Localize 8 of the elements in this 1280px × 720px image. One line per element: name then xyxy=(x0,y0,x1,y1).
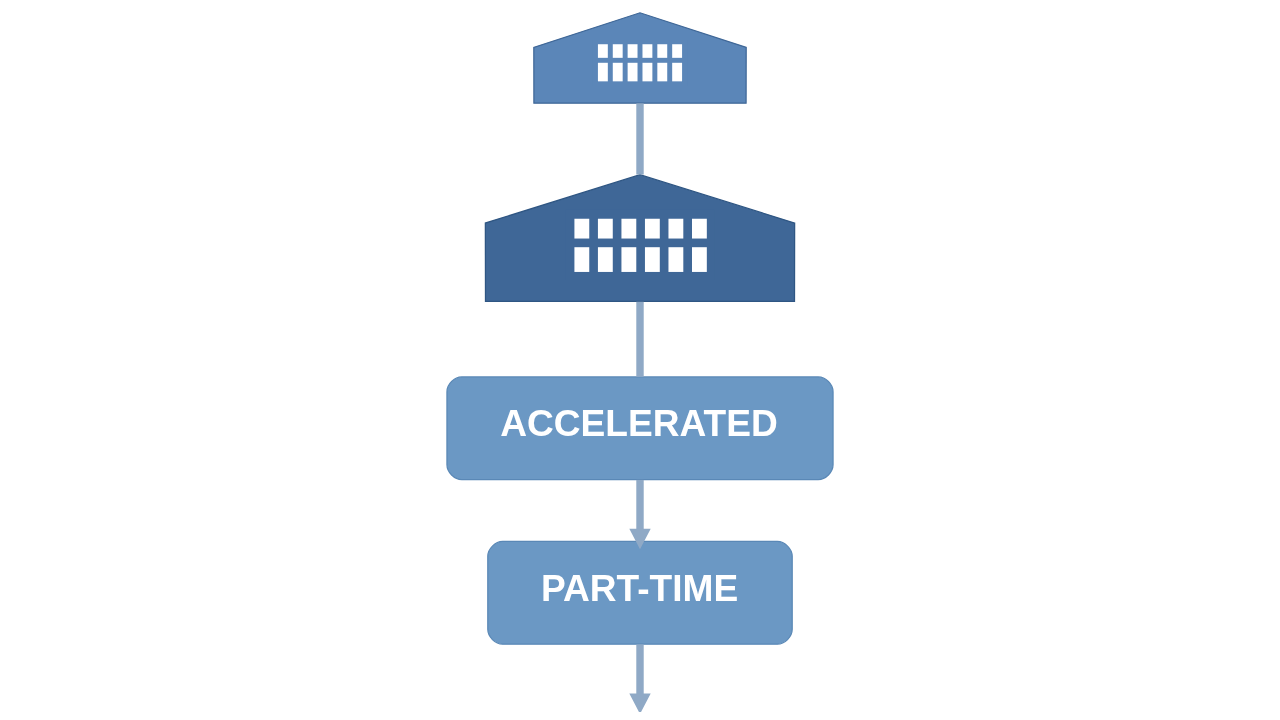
connector xyxy=(636,301,644,377)
node-box: ACCELERATED xyxy=(446,376,834,481)
node-picture xyxy=(533,12,747,104)
node-picture xyxy=(484,174,796,303)
node-box: PART-TIME xyxy=(487,540,793,645)
connector xyxy=(636,103,644,175)
arrow xyxy=(629,479,651,550)
arrow xyxy=(629,644,651,712)
